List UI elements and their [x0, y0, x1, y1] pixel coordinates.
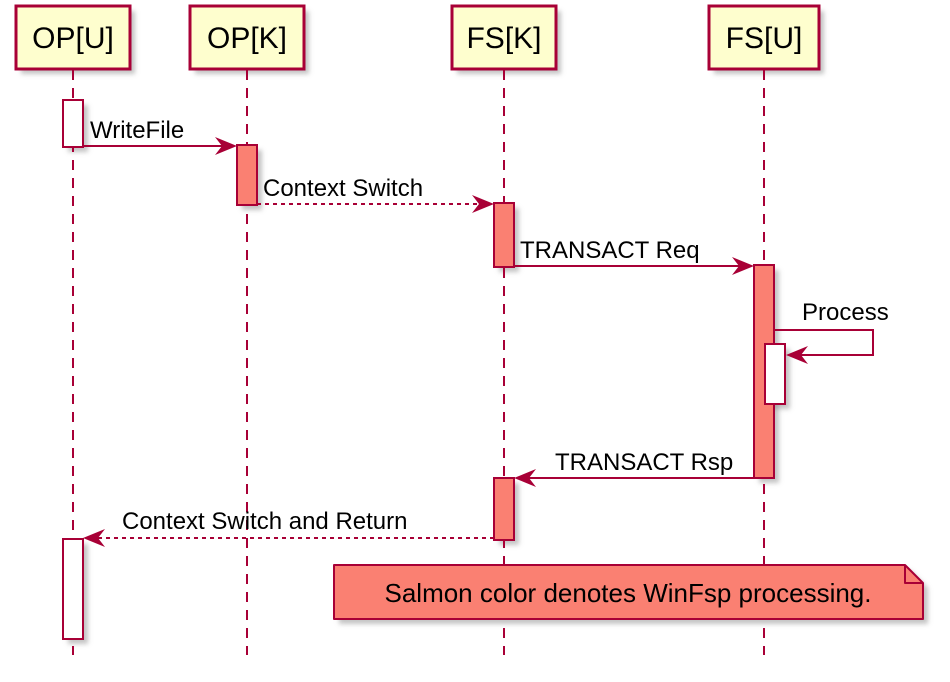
messages: WriteFile Context Switch TRANSACT Req Pr… [83, 117, 889, 547]
note: Salmon color denotes WinFsp processing. [333, 564, 924, 620]
message-label-transact-rsp: TRANSACT Rsp [555, 449, 733, 476]
activation-fsk-2 [493, 477, 515, 541]
arrowhead-left-icon [83, 529, 105, 547]
participant-label: FS[U] [726, 22, 803, 55]
activation-fsk-1 [493, 202, 515, 268]
participant-box [707, 4, 821, 71]
activation-opu-2 [62, 538, 84, 640]
participant-label: OP[U] [32, 22, 114, 55]
note-fold-corner-icon [904, 565, 923, 584]
arrowhead-right-icon [215, 137, 237, 155]
participant-box [450, 4, 558, 71]
activation-opu-1 [62, 99, 84, 148]
note-text: Salmon color denotes WinFsp processing. [384, 578, 871, 608]
participant-opk: OP[K] [188, 4, 306, 71]
arrowhead-left-icon [786, 346, 808, 364]
message-label-context-switch: Context Switch [263, 175, 423, 202]
participant-fsk: FS[K] [450, 4, 558, 71]
activation-opk [236, 144, 258, 206]
participant-box [14, 4, 132, 71]
participant-label: FS[K] [466, 22, 541, 55]
activation-fsu-nested [764, 343, 786, 405]
message-label-context-switch-return: Context Switch and Return [122, 508, 407, 535]
arrowhead-right-icon [472, 195, 494, 213]
shadow-layer [21, 11, 928, 644]
message-line-process-self [774, 329, 874, 356]
participant-opu: OP[U] [14, 4, 132, 71]
participant-box [188, 4, 306, 71]
participant-label: OP[K] [207, 22, 287, 55]
participant-fsu: FS[U] [707, 4, 821, 71]
arrowhead-right-icon [732, 257, 754, 275]
activation-bars [62, 99, 786, 640]
message-label-transact-req: TRANSACT Req [520, 237, 700, 264]
message-label-process: Process [802, 299, 889, 326]
note-background [333, 564, 924, 620]
participants: OP[U] OP[K] FS[K] FS[U] [14, 4, 821, 71]
message-label-writefile: WriteFile [90, 117, 184, 144]
arrowhead-left-icon [514, 469, 536, 487]
